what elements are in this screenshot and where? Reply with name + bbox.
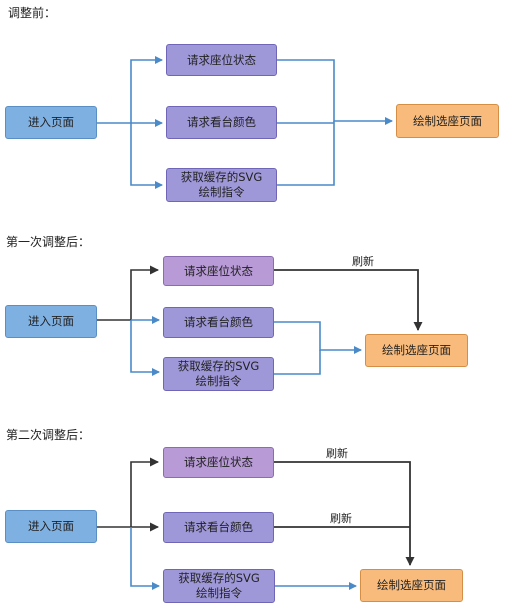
s3-start-to-task-1 [97, 457, 159, 528]
s2-start-to-task-1 [97, 265, 159, 321]
s3-start-label: 进入页面 [28, 519, 74, 533]
s3-task-1-refresh-to-end [274, 461, 415, 566]
s2-task-1-node: 请求座位状态 [163, 256, 274, 286]
s3-task-1-label: 请求座位状态 [184, 455, 253, 469]
s2-task-1-label: 请求座位状态 [184, 263, 253, 278]
s3-task-1-node: 请求座位状态 [163, 447, 274, 478]
s3-task-2-node: 请求看台颜色 [163, 512, 274, 543]
s1-task-2-label: 请求看台颜色 [187, 115, 256, 129]
s1-task-3-to-end [277, 121, 335, 186]
s3-end-label: 绘制选座页面 [377, 578, 446, 592]
s3-task-3-label-line-1: 获取缓存的SVG [178, 571, 260, 585]
s1-start-to-task-1 [97, 56, 163, 124]
s2-start-node: 进入页面 [5, 305, 97, 338]
s2-task-3-label-line-1: 获取缓存的SVG [177, 359, 260, 373]
section-3-connectors [97, 457, 415, 590]
s2-start-label: 进入页面 [28, 314, 74, 328]
s1-start-label: 进入页面 [28, 115, 74, 129]
s1-task-1-label: 请求座位状态 [187, 52, 256, 67]
s1-start-node: 进入页面 [5, 106, 97, 139]
section-2-connectors [97, 265, 423, 376]
s1-task-2-node: 请求看台颜色 [166, 106, 277, 139]
s2-refresh-label: 刷新 [352, 255, 374, 268]
s3-task-3-label-line-2: 绘制指令 [196, 586, 242, 600]
s2-task-3-to-end [274, 350, 321, 375]
section-1-title: 调整前： [8, 6, 57, 20]
s1-start-to-task-3 [130, 123, 163, 189]
s3-end-node: 绘制选座页面 [360, 569, 463, 602]
s3-start-node: 进入页面 [5, 510, 97, 543]
section-2-title: 第一次调整后： [6, 235, 91, 249]
s3-task-3-node: 获取缓存的SVG 绘制指令 [163, 569, 275, 603]
s2-task-2-node: 请求看台颜色 [163, 307, 274, 338]
s2-end-node: 绘制选座页面 [365, 334, 468, 367]
section-1-connectors [97, 56, 393, 189]
section-3-title: 第二次调整后： [6, 428, 91, 442]
s1-end-label: 绘制选座页面 [413, 113, 482, 128]
s1-task-3-node: 获取缓存的SVG 绘制指令 [166, 168, 277, 202]
s2-task-2-to-end [274, 321, 362, 354]
s2-task-3-label-line-2: 绘制指令 [195, 374, 242, 388]
s2-task-2-label: 请求看台颜色 [184, 315, 253, 329]
s3-start-to-task-3 [130, 527, 160, 590]
s2-end-label: 绘制选座页面 [382, 343, 451, 357]
s2-start-to-task-3 [130, 320, 160, 376]
s3-refresh-label-2: 刷新 [330, 512, 352, 525]
s1-end-node: 绘制选座页面 [396, 104, 499, 138]
s2-task-1-refresh-to-end [274, 269, 423, 331]
s3-task-2-label: 请求看台颜色 [184, 520, 253, 534]
s2-task-3-node: 获取缓存的SVG 绘制指令 [163, 357, 274, 391]
s1-task-3-label-line-2: 绘制指令 [198, 185, 245, 199]
s1-task-1-to-end [277, 59, 393, 125]
s3-refresh-label-1: 刷新 [326, 447, 348, 460]
s1-task-3-label-line-1: 获取缓存的SVG [180, 170, 263, 184]
s1-task-1-node: 请求座位状态 [166, 44, 277, 76]
